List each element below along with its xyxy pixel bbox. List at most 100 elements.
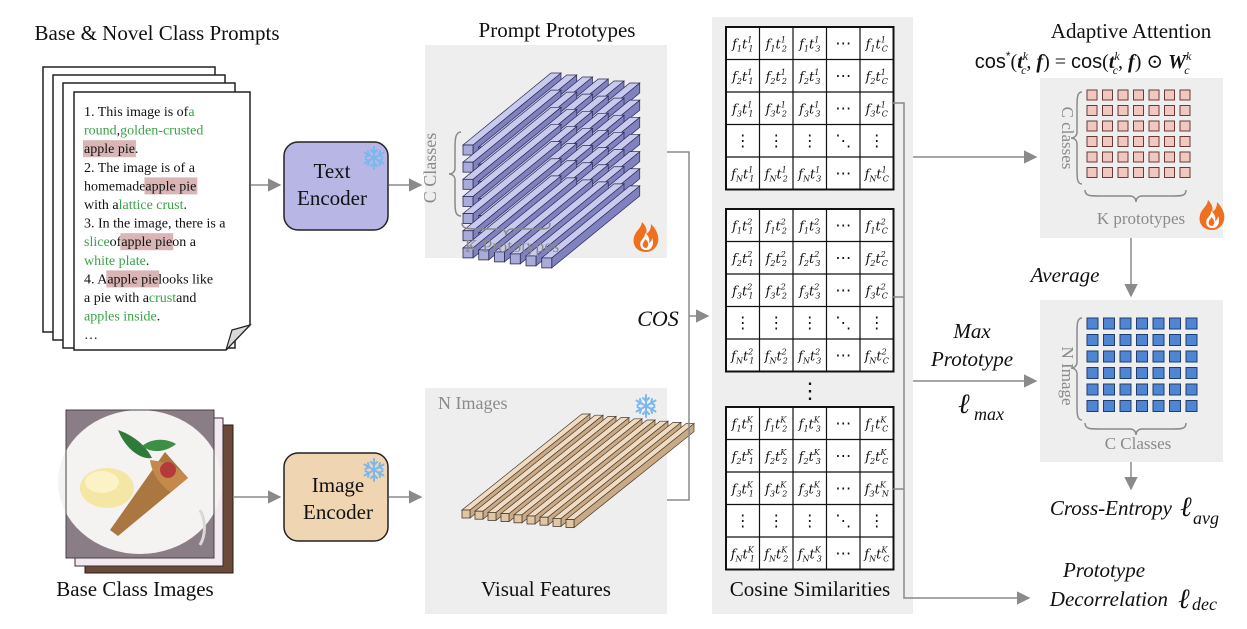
attention-cell — [1117, 120, 1129, 132]
c-classes-brace — [448, 131, 462, 217]
image-class-cell — [1169, 334, 1181, 346]
similarity-cell: ⋮ — [869, 511, 885, 530]
image-class-cell — [1086, 334, 1099, 346]
similarity-cell: ⋱ — [835, 511, 851, 530]
image-class-cell — [1169, 350, 1181, 363]
attention-cell — [1148, 136, 1160, 147]
attention-cell — [1148, 151, 1160, 163]
image-encoder-line1: Image — [312, 473, 364, 497]
similarity-cell: ⋮ — [802, 313, 818, 332]
attention-cell — [1164, 136, 1175, 147]
c-classes-label: C Classes — [420, 133, 440, 204]
prompt-highlight — [83, 140, 136, 158]
prompt-line-7-seg-1: of — [110, 235, 122, 250]
prompt-highlight — [120, 233, 174, 251]
image-class-cell — [1185, 334, 1198, 346]
attention-cell — [1086, 120, 1098, 132]
prototype-label-line1: Prototype — [1062, 558, 1145, 582]
decorrelation-label-group: Decorrelation ℓ dec — [1049, 584, 1217, 615]
prompt-line-6-seg-0: 3. In the image, there is a — [84, 217, 226, 232]
image-class-cell — [1152, 383, 1165, 396]
attention-cell — [1086, 167, 1098, 178]
c-classes-small-label: C classes — [1058, 107, 1077, 170]
image-class-cell — [1086, 400, 1099, 412]
attention-cell — [1164, 105, 1175, 116]
similarity-cell: ⋮ — [869, 313, 885, 332]
similarity-cell: ⋱ — [835, 131, 851, 150]
feature-bar — [565, 422, 695, 529]
image-class-cell — [1119, 317, 1132, 330]
attention-weight-grid — [1086, 89, 1191, 178]
prompt-line-7-seg-2: apple pie — [121, 235, 172, 250]
prompt-line-1-seg-0: round — [84, 124, 117, 139]
image-class-cell — [1136, 383, 1148, 396]
c-classes-bottom-brace — [1084, 422, 1187, 436]
svg-text:ℓ: ℓ — [1178, 584, 1190, 615]
prompt-line-3-seg-0: 2. The image is of a — [84, 161, 196, 176]
image-class-cell — [1136, 400, 1148, 412]
prompt-line-1-seg-1: , — [117, 124, 121, 139]
image-class-cell — [1136, 334, 1148, 346]
prompt-line-0-seg-0: 1. This image is of — [84, 105, 189, 120]
similarity-cell: ⋯ — [835, 280, 851, 299]
image-class-cell — [1119, 334, 1132, 346]
image-class-cell — [1136, 317, 1148, 330]
prompt-line-7-seg-0: slice — [84, 235, 110, 250]
similarity-cell: ⋮ — [802, 511, 818, 530]
attention-cell — [1179, 89, 1191, 101]
image-class-cell — [1103, 350, 1115, 363]
image-class-cell — [1169, 400, 1181, 412]
attention-cell — [1133, 120, 1144, 132]
cross-entropy-label-group: Cross-Entropy ℓ avg — [1050, 492, 1219, 528]
attention-cell — [1179, 105, 1191, 116]
attention-cell — [1133, 89, 1144, 101]
attention-cell — [1179, 151, 1191, 163]
attention-panel — [1040, 78, 1223, 238]
prompts-title: Base & Novel Class Prompts — [35, 21, 280, 45]
image-class-cell — [1169, 367, 1181, 379]
attention-cell — [1117, 105, 1129, 116]
image-class-cell — [1086, 350, 1099, 363]
prompt-line-1-seg-2: golden-crusted — [120, 124, 203, 139]
image-class-cell — [1086, 317, 1099, 330]
image-class-cell — [1103, 317, 1115, 330]
similarity-cell: ⋮ — [768, 131, 784, 150]
attention-cell — [1102, 89, 1113, 101]
image-class-cell — [1119, 350, 1132, 363]
text-encoder-line1: Text — [313, 159, 350, 183]
k-prototypes-small-label: K prototypes — [1097, 209, 1185, 228]
similarity-cell: ⋮ — [735, 131, 751, 150]
k-prototypes-brace — [461, 222, 551, 236]
attention-cell — [1133, 167, 1144, 178]
attention-cell — [1179, 136, 1191, 147]
prompt-line-5-seg-0: with a — [84, 198, 119, 213]
prompt-text: 1. This image is of a round, golden-crust… — [83, 105, 226, 343]
image-class-cell — [1185, 400, 1198, 412]
image-class-cell — [1119, 383, 1132, 396]
prompt-line-0-seg-1: a — [188, 105, 195, 120]
similarity-cell: ⋮ — [768, 511, 784, 530]
